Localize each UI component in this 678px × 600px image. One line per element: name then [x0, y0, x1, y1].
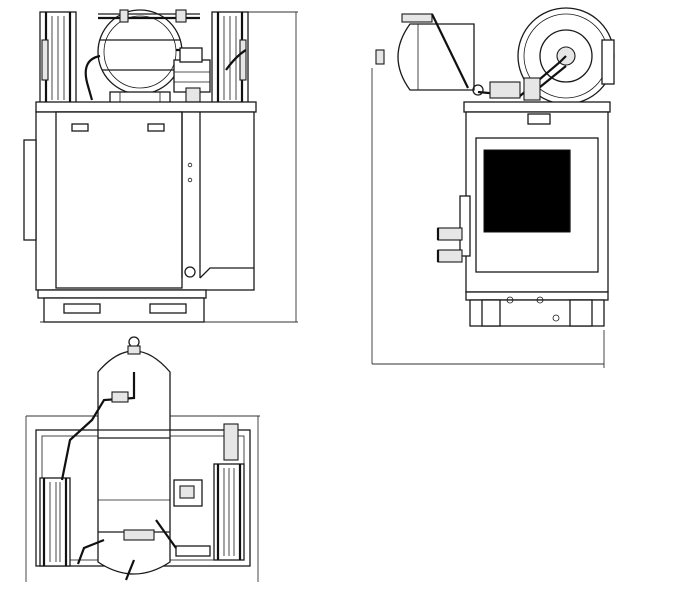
drain-port: [184, 266, 196, 278]
side-base: [465, 291, 609, 327]
side-piping: [431, 13, 541, 101]
front-elevation-view: [23, 9, 298, 323]
air-tank-end-view: [97, 9, 183, 105]
side-outlet-valves: [436, 227, 463, 263]
plan-right-hose-reel: [213, 423, 245, 561]
side-elevation-view: [371, 7, 615, 368]
plan-pump: [173, 479, 211, 557]
door-handle-left: [71, 123, 89, 132]
side-cabinet: [459, 111, 609, 293]
plan-manifold: [123, 529, 155, 541]
side-handle: [527, 113, 551, 125]
left-hose-reel: [39, 11, 77, 105]
radiator-panel: [483, 149, 571, 233]
side-top-deck: [463, 101, 611, 113]
plan-piping: [60, 372, 177, 581]
outlet-valve-lower: [437, 249, 463, 263]
side-fitting-plate: [459, 195, 471, 257]
plan-left-hose-reel: [39, 477, 71, 567]
side-air-tank: [375, 13, 475, 91]
plan-view: [25, 336, 260, 582]
side-dimension-lines: [371, 68, 605, 368]
fork-slot-left: [63, 303, 101, 314]
front-cabinet: [23, 111, 255, 291]
door-handle-right: [147, 123, 165, 132]
outlet-valve-upper: [437, 227, 463, 241]
front-base: [37, 289, 207, 323]
fork-slot-right: [149, 303, 187, 314]
top-deck: [35, 101, 257, 113]
pump-assembly: [173, 47, 211, 103]
side-hose-reel: [517, 7, 615, 105]
right-hose-reel: [211, 11, 249, 105]
side-panel: [23, 139, 37, 241]
